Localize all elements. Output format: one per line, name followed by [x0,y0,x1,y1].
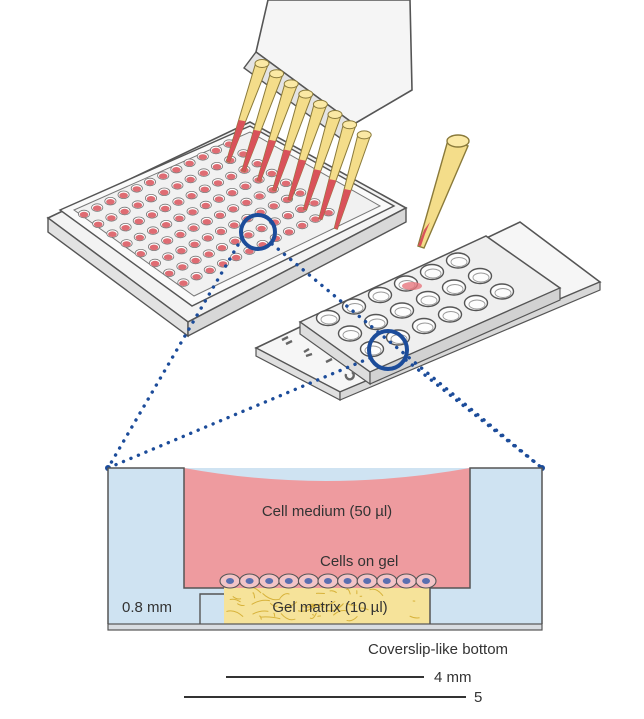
cell-nucleus [422,578,430,584]
zoom-line [404,358,544,470]
cell-nucleus [343,578,352,584]
multichannel-pipette-icon [225,0,413,230]
cells-row [219,573,437,589]
cell-medium-area [184,468,470,588]
well-cross-section: Cell medium (50 µl) Cells on gel Gel mat… [107,467,543,658]
cell-nucleus [226,578,234,584]
cell-medium-label: Cell medium (50 µl) [262,503,392,520]
cell-nucleus [245,578,254,584]
single-pipette-tip-icon [402,134,470,290]
cell-nucleus [324,578,332,584]
slide-well-highlight-ring [367,329,409,371]
gel-matrix-area [224,588,430,624]
96-well-plate-icon [46,121,408,338]
zoom-line [106,356,372,470]
cell-nucleus [402,578,411,584]
plate-wells [78,139,335,287]
zoom-line [270,242,544,470]
well-depth-label: 0.8 mm [122,599,172,616]
chamber-slide-icon [254,221,602,401]
zoom-highlights [105,213,545,471]
plate-well-highlight-ring [239,213,277,251]
cell-nucleus [304,578,313,584]
cells-on-gel-label: Cells on gel [320,553,398,570]
coverslip-bottom [107,623,543,631]
pipette-tips [225,59,372,230]
scale-bars: 4 mm 5 [184,669,482,706]
coverslip-bottom-label: Coverslip-like bottom [368,641,508,658]
cell-nucleus [265,578,274,584]
slide-wells [315,252,515,358]
gel-matrix-label: Gel matrix (10 µl) [272,599,387,616]
scale-inner-label: 4 mm [434,669,472,686]
scale-outer-label: 5 [474,689,482,706]
cell-nucleus [284,578,293,584]
cell-nucleus [382,578,391,584]
cell-nucleus [363,578,372,584]
